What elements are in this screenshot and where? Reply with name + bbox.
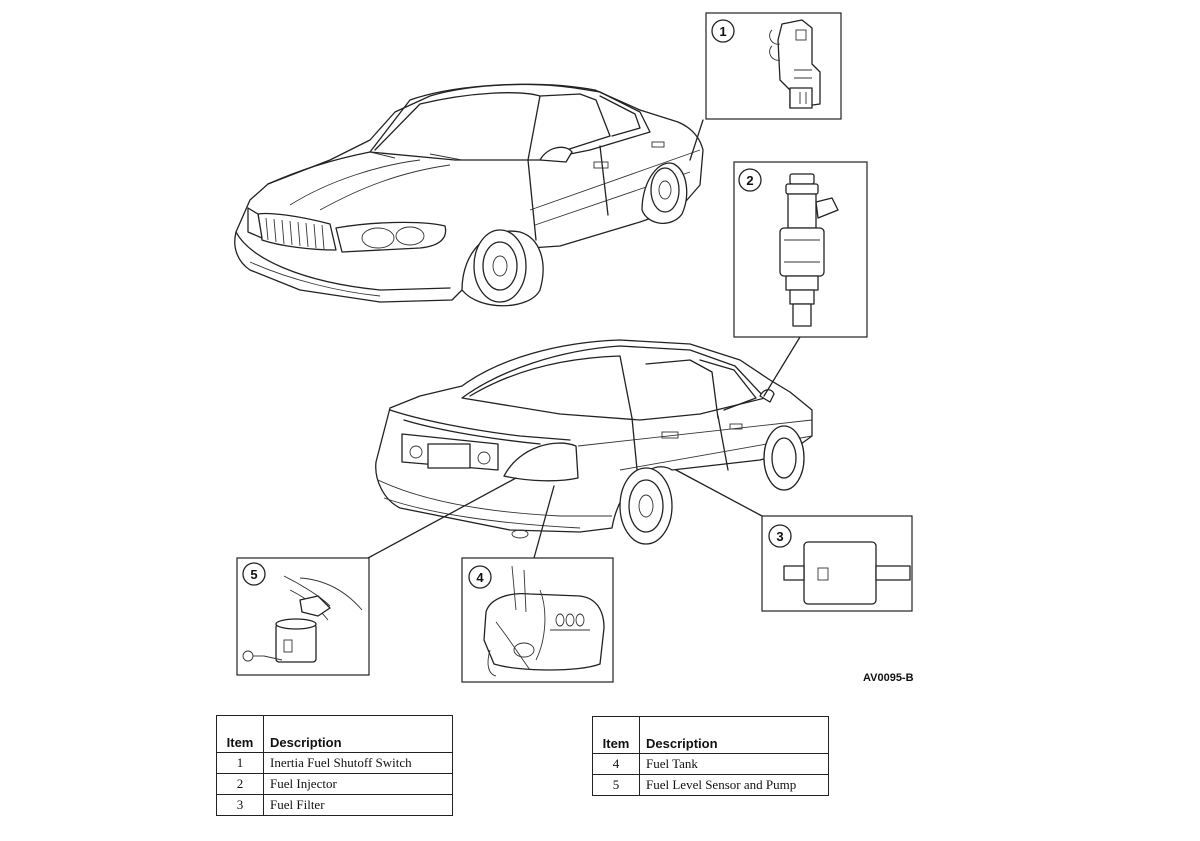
item-number: 1 bbox=[216, 752, 264, 774]
item-number: 2 bbox=[216, 773, 264, 795]
callout-3-fuel-filter: 3 bbox=[761, 515, 913, 612]
item-description: Fuel Level Sensor and Pump bbox=[639, 774, 829, 796]
callout-4-fuel-tank: 4 bbox=[461, 557, 614, 683]
description-column-header: Description bbox=[639, 716, 829, 754]
callout-5-number: 5 bbox=[250, 567, 257, 582]
item-description: Fuel Tank bbox=[639, 753, 829, 775]
leader-lines bbox=[367, 119, 801, 559]
legend-header-row: Item Description bbox=[216, 715, 453, 753]
description-column-header: Description bbox=[263, 715, 453, 753]
item-number: 5 bbox=[592, 774, 640, 796]
callout-4-number: 4 bbox=[476, 570, 484, 585]
item-column-header: Item bbox=[216, 715, 264, 753]
callout-3-number: 3 bbox=[776, 529, 783, 544]
callout-5-fuel-pump: 5 bbox=[236, 557, 370, 676]
legend-table-left: Item Description 1 Inertia Fuel Shutoff … bbox=[216, 715, 453, 816]
legend-header-row: Item Description bbox=[592, 716, 829, 754]
car-rear-view bbox=[375, 339, 813, 545]
item-description: Inertia Fuel Shutoff Switch bbox=[263, 752, 453, 774]
callout-1-number: 1 bbox=[719, 24, 726, 39]
car-front-view bbox=[234, 83, 704, 307]
item-number: 4 bbox=[592, 753, 640, 775]
callout-2-number: 2 bbox=[746, 173, 753, 188]
item-column-header: Item bbox=[592, 716, 640, 754]
item-number: 3 bbox=[216, 794, 264, 816]
table-row: 5 Fuel Level Sensor and Pump bbox=[592, 774, 829, 796]
table-row: 3 Fuel Filter bbox=[216, 794, 453, 816]
callout-2-fuel-injector: 2 bbox=[733, 161, 868, 338]
figure-code: AV0095-B bbox=[863, 672, 914, 684]
table-row: 1 Inertia Fuel Shutoff Switch bbox=[216, 752, 453, 774]
callout-1-inertia-switch: 1 bbox=[705, 12, 842, 120]
table-row: 4 Fuel Tank bbox=[592, 753, 829, 775]
item-description: Fuel Injector bbox=[263, 773, 453, 795]
item-description: Fuel Filter bbox=[263, 794, 453, 816]
table-row: 2 Fuel Injector bbox=[216, 773, 453, 795]
legend-table-right: Item Description 4 Fuel Tank 5 Fuel Leve… bbox=[592, 716, 829, 796]
